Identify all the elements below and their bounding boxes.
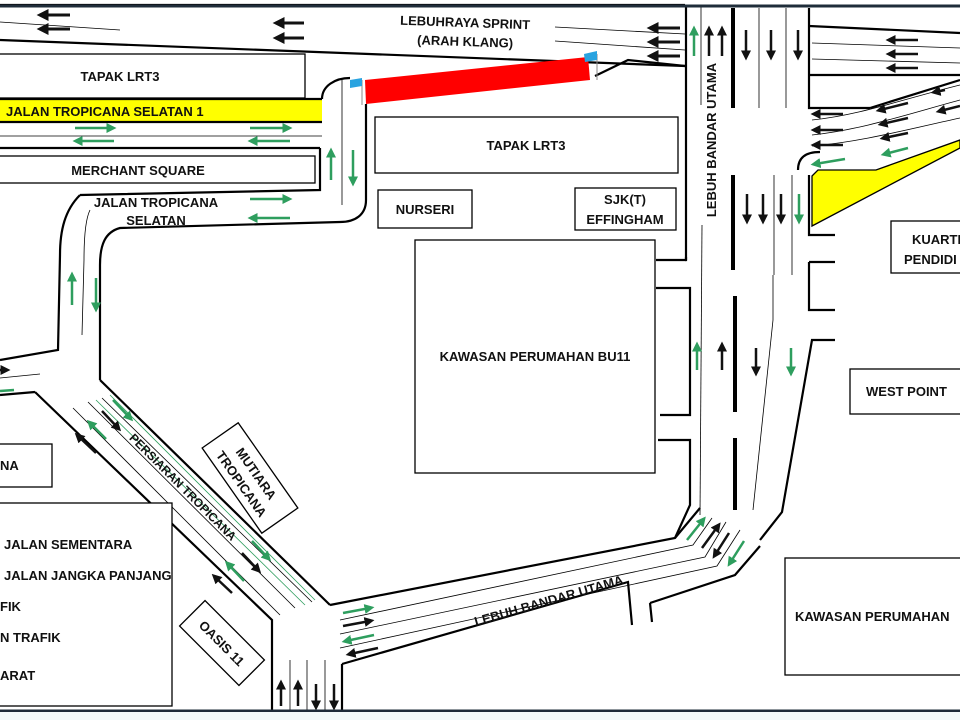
jts1-highlight: [0, 100, 322, 122]
arrow-diag-icon: [241, 552, 262, 574]
road-closure-zone: [365, 57, 590, 104]
arrow-diag-icon: [211, 573, 233, 594]
west-point-label: WEST POINT: [866, 384, 947, 399]
kawasan-right-box: [784, 557, 960, 676]
arrow-diag-icon: [112, 399, 134, 422]
arrow-diag-icon: [700, 522, 721, 549]
legend-item: ARAT: [0, 668, 35, 683]
arrow-left-icon: [930, 86, 946, 96]
sjkt-label-line2: EFFINGHAM: [586, 212, 663, 227]
flag-icon: [584, 51, 598, 80]
kuarters-box: [890, 220, 960, 274]
arrow-diag-icon: [251, 540, 272, 562]
merchant-square-box: [0, 155, 316, 184]
jts-label-line2: SELATAN: [126, 213, 185, 228]
jalan-tropicana-selatan-roads: [0, 76, 368, 397]
sprint-label-line2: (ARAH KLANG): [417, 32, 514, 50]
arrow-diag-icon: [74, 432, 97, 454]
merchant-square-label: MERCHANT SQUARE: [71, 163, 205, 178]
legend-item: JALAN JANGKA PANJANG: [4, 568, 172, 583]
legend-item: JALAN SEMENTARA: [4, 537, 133, 552]
arrow-left-icon: [0, 388, 15, 393]
frame-footer: [0, 712, 960, 720]
arrow-diag-icon: [224, 560, 245, 582]
arrow-left-icon: [879, 131, 909, 142]
tapak-lrt3-mid-box: [374, 116, 679, 174]
arrow-left-icon: [810, 157, 846, 169]
lbu-vertical-label: LEBUH BANDAR UTAMA: [704, 62, 719, 217]
bu11-label: KAWASAN PERUMAHAN BU11: [440, 349, 631, 364]
oasis-11-box: OASIS 11: [178, 599, 266, 687]
nurseri-label: NURSERI: [396, 202, 455, 217]
arrow-diag-icon: [727, 540, 746, 567]
west-point-box: [849, 368, 960, 415]
arrow-right-icon: [342, 604, 375, 615]
sjkt-effingham-box: [574, 187, 677, 231]
arrow-diag-icon: [686, 516, 706, 541]
traffic-arrows: [0, 9, 960, 711]
arrow-diag-icon: [101, 410, 122, 432]
tapak-lrt3-mid-label: TAPAK LRT3: [487, 138, 566, 153]
left-partial-label: NA: [0, 458, 19, 473]
kuarters-label-line2: PENDIDI: [904, 252, 957, 267]
legend: JALAN SEMENTARA JALAN JANGKA PANJANG FIK…: [0, 502, 173, 707]
arrow-left-icon: [877, 116, 909, 128]
legend-item: FIK: [0, 599, 22, 614]
lbu-horizontal-label: LEBUH BANDAR UTAMA: [473, 572, 626, 629]
sjkt-label-line1: SJK(T): [604, 192, 646, 207]
arrow-diag-icon: [712, 532, 731, 559]
arrow-left-icon: [880, 146, 909, 158]
arrow-left-icon: [935, 104, 960, 115]
legend-box: [0, 502, 173, 707]
arrow-left-icon: [875, 101, 909, 114]
yellow-island: [811, 139, 960, 228]
jts-label-line1: JALAN TROPICANA: [94, 195, 219, 210]
jts1-label: JALAN TROPICANA SELATAN 1: [6, 104, 204, 119]
kawasan-right-label: KAWASAN PERUMAHAN: [795, 609, 950, 624]
left-partial-box: [0, 443, 53, 488]
persiaran-tropicana-road: [34, 379, 331, 710]
bu11-box: [414, 239, 656, 474]
sprint-label-line1: LEBUHRAYA SPRINT: [400, 13, 531, 33]
arrow-diag-icon: [86, 419, 107, 440]
nurseri-box: [377, 189, 473, 229]
arrow-left-icon: [345, 646, 379, 658]
tapak-lrt3-left-box: [0, 53, 306, 99]
arrow-left-icon: [341, 633, 375, 645]
kuarters-label-line1: KUARTE: [912, 232, 960, 247]
arrow-right-icon: [342, 617, 375, 628]
legend-item: N TRAFIK: [0, 630, 61, 645]
tapak-lrt3-left-label: TAPAK LRT3: [81, 69, 160, 84]
flag-icon: [350, 78, 363, 105]
